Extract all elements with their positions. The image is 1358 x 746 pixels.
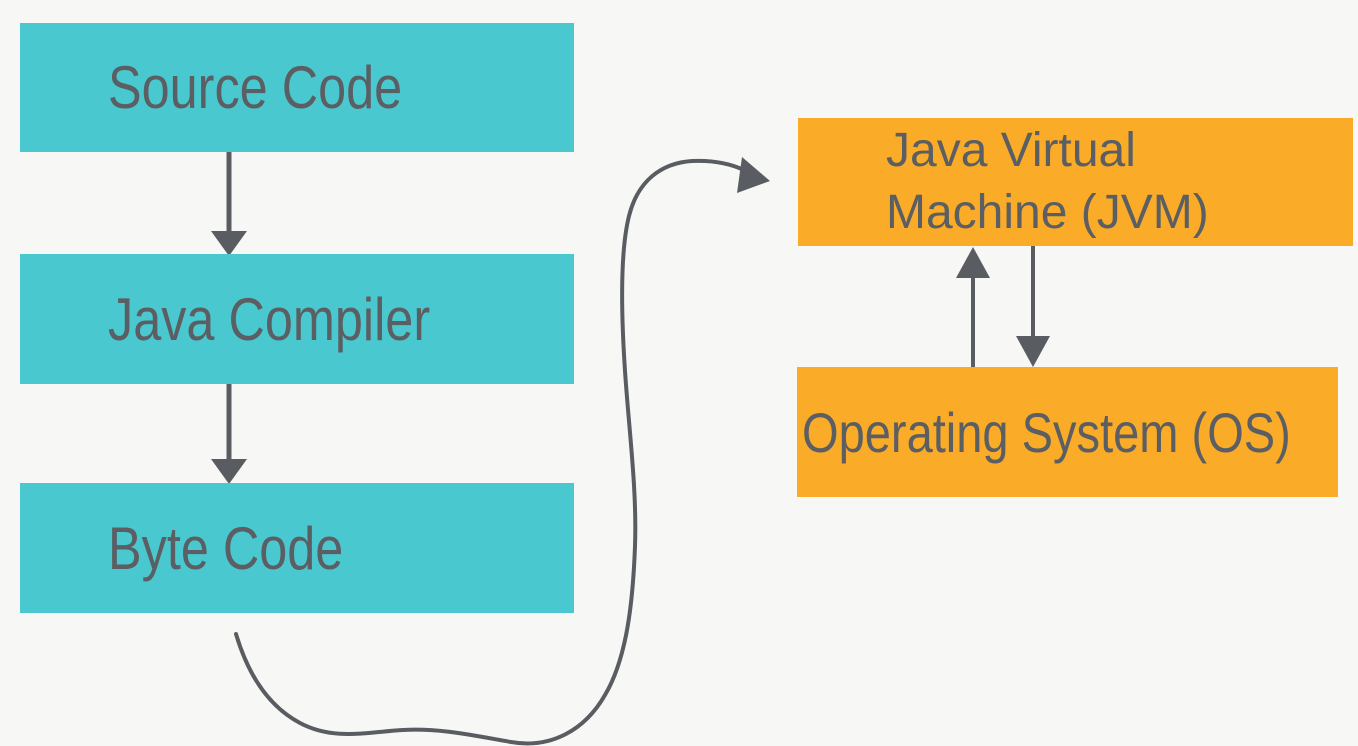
node-java-compiler-label: Java Compiler (108, 285, 431, 353)
down-arrow-icon (211, 384, 247, 484)
node-jvm-label-line1: Java Virtual (886, 124, 1136, 177)
down-arrow-icon (211, 152, 247, 256)
node-source-code-label: Source Code (108, 54, 403, 121)
node-os: Operating System (OS) (797, 367, 1338, 497)
node-jvm-label-line2: Machine (JVM) (886, 186, 1209, 239)
node-java-compiler: Java Compiler (20, 254, 574, 384)
down-arrow-icon (1016, 246, 1050, 367)
up-arrow-icon (956, 247, 990, 367)
node-byte-code-label: Byte Code (108, 514, 344, 582)
node-os-label: Operating System (OS) (802, 400, 1291, 464)
curved-arrow-icon (234, 157, 770, 746)
node-source-code: Source Code (20, 23, 574, 152)
node-jvm: Java Virtual Machine (JVM) (798, 118, 1353, 246)
node-byte-code: Byte Code (20, 483, 574, 613)
